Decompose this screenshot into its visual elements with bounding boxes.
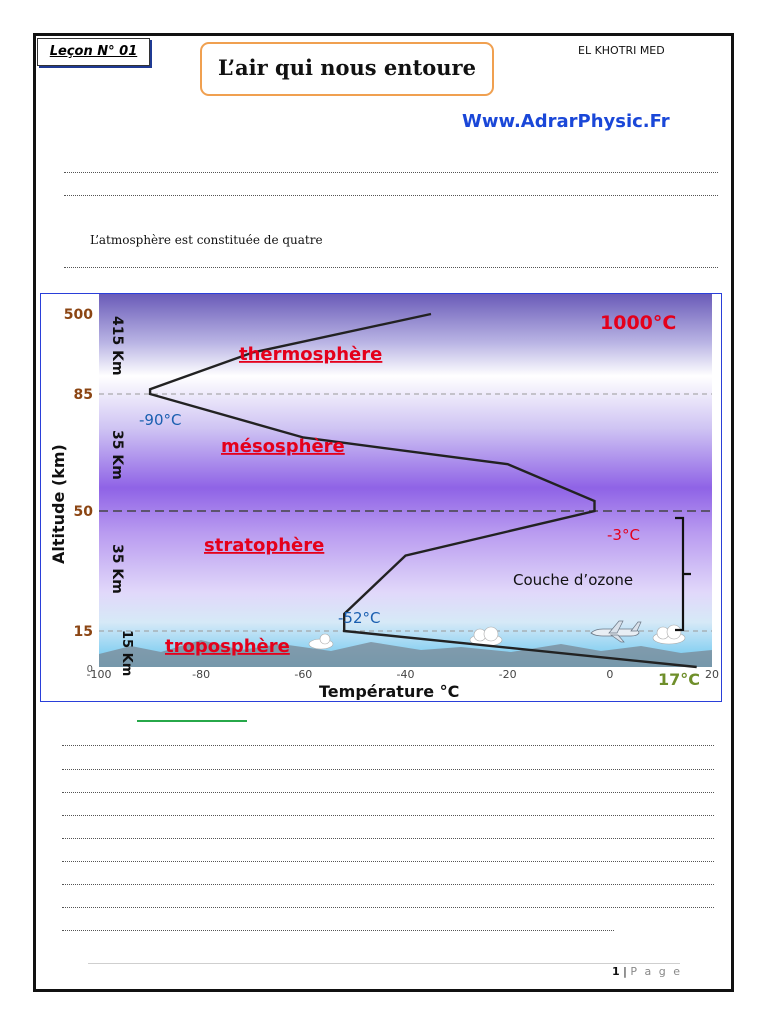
footer-rule [88, 963, 680, 964]
temp-label-stratopause: -3°C [607, 526, 640, 544]
temp-label-ground: 17°C [658, 670, 700, 689]
page-title: L’air qui nous entoure [200, 42, 494, 96]
lesson-label: Leçon N° 01 [37, 38, 150, 66]
y-tick-label: 15 [74, 624, 93, 640]
y-tick-label: 0 [87, 664, 93, 675]
layer-label-mesosphere: mésosphère [221, 436, 345, 457]
intro-text: L’atmosphère est constituée de quatre [90, 233, 323, 247]
dotted-line [62, 769, 714, 770]
ozone-bracket [675, 516, 691, 632]
dotted-line [64, 267, 718, 268]
airplane-icon [590, 620, 642, 643]
plot-background [99, 294, 712, 667]
x-tick-label: -100 [87, 668, 112, 681]
dotted-line [62, 745, 714, 746]
y-tick-label: 85 [74, 387, 93, 403]
x-tick-label: -40 [397, 668, 415, 681]
temperature-curve [148, 312, 697, 669]
x-axis-label: Température °C [319, 682, 459, 700]
ozone-label: Couche d’ozone [513, 571, 633, 589]
layer-thickness-stratosphere: 35 Km [109, 544, 125, 594]
cloud-icon [308, 633, 334, 650]
x-tick-label: -60 [294, 668, 312, 681]
author-name: EL KHOTRI MED [578, 44, 665, 57]
atmosphere-figure: -100 -80 -60 -40 -20 0 20 0 15 50 85 500 thermosph… [40, 293, 722, 702]
layer-label-stratosphere: stratophère [204, 535, 324, 556]
dotted-line [64, 195, 718, 196]
x-tick-label: 20 [705, 668, 719, 681]
x-tick-label: -20 [499, 668, 517, 681]
atmosphere-chart: -100 -80 -60 -40 -20 0 20 0 15 50 85 500 thermosph… [49, 294, 719, 700]
layer-label-thermosphere: thermosphère [239, 344, 382, 365]
dotted-line [62, 907, 714, 908]
temp-label-tropopause: -52°C [338, 609, 380, 627]
dotted-line [64, 172, 718, 173]
layer-thickness-mesosphere: 35 Km [109, 430, 125, 480]
layer-thickness-troposphere: 15 Km [119, 630, 134, 676]
dotted-line [62, 930, 614, 931]
ground-terrain [99, 640, 712, 667]
website-link[interactable]: Www.AdrarPhysic.Fr [462, 111, 670, 132]
y-tick-label: 500 [64, 307, 93, 323]
x-tick-label: 0 [606, 668, 613, 681]
dotted-line [62, 792, 714, 793]
page-number: 1 | P a g e [612, 965, 682, 978]
y-axis-label: Altitude (km) [49, 444, 68, 564]
cloud-icon [652, 624, 686, 645]
underline-accent [137, 720, 247, 722]
layer-thickness-thermosphere: 415 Km [109, 316, 125, 376]
cloud-icon [469, 626, 503, 647]
dotted-line [62, 861, 714, 862]
temp-label-mesopause: -90°C [139, 411, 181, 429]
x-tick-label: -80 [192, 668, 210, 681]
dotted-line [62, 815, 714, 816]
layer-label-troposphere: troposphère [165, 636, 290, 657]
dotted-line [62, 838, 714, 839]
dotted-line [62, 884, 714, 885]
page-frame [33, 33, 734, 992]
y-tick-label: 50 [74, 504, 94, 520]
temp-label-top: 1000°C [600, 312, 676, 334]
